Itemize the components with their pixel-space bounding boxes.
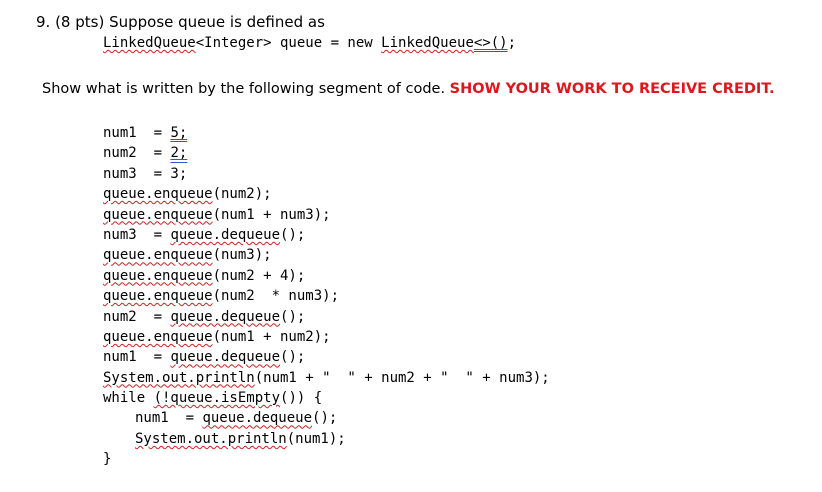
declaration-generic: <Integer> bbox=[195, 35, 272, 51]
code-line: queue.enqueue(num1 + num2); bbox=[103, 328, 331, 345]
declaration-parens: () bbox=[490, 35, 508, 51]
code-line: queue.enqueue(num1 + num3); bbox=[103, 206, 331, 223]
instruction-text: Show what is written by the following se… bbox=[42, 81, 774, 97]
code-segment: num1 = 5; num2 = 2; num3 = 3; queue.enqueue… bbox=[103, 123, 550, 470]
code-line: while (!queue.isEmpty()) { bbox=[103, 390, 323, 407]
code-line: System.out.println(num1); bbox=[135, 430, 346, 447]
instruction-emphasis: SHOW YOUR WORK TO RECEIVE CREDIT. bbox=[449, 81, 775, 97]
code-line: num2 = 2; bbox=[103, 145, 188, 162]
code-line: num3 = queue.dequeue(); bbox=[103, 226, 306, 243]
code-line: queue.enqueue(num3); bbox=[103, 247, 272, 264]
code-line: System.out.println(num1 + " " + num2 + "… bbox=[103, 369, 550, 386]
declaration-middle: queue = new bbox=[271, 35, 382, 51]
code-line: num1 = queue.dequeue(); bbox=[135, 410, 338, 427]
declaration-type: LinkedQueue bbox=[103, 35, 196, 51]
code-line: num1 = queue.dequeue(); bbox=[103, 349, 306, 366]
queue-declaration: LinkedQueue<Integer> queue = new LinkedQ… bbox=[103, 35, 516, 51]
question-header: 9. (8 pts) Suppose queue is defined as bbox=[36, 13, 325, 31]
declaration-constructor: LinkedQueue bbox=[381, 35, 474, 51]
value-2: 2; bbox=[170, 145, 188, 162]
code-line: queue.enqueue(num2 + 4); bbox=[103, 267, 306, 284]
code-line: num3 = 3; bbox=[103, 165, 188, 182]
declaration-end: ; bbox=[507, 35, 517, 51]
code-line: queue.enqueue(num2); bbox=[103, 186, 272, 203]
code-line: queue.enqueue(num2 * num3); bbox=[103, 288, 340, 305]
code-line: num2 = queue.dequeue(); bbox=[103, 308, 306, 325]
instruction-plain: Show what is written by the following se… bbox=[42, 81, 450, 97]
code-line: num1 = 5; bbox=[103, 125, 188, 141]
code-line: } bbox=[103, 451, 112, 468]
value-5: 5; bbox=[170, 125, 188, 141]
declaration-diamond: <> bbox=[473, 35, 491, 51]
